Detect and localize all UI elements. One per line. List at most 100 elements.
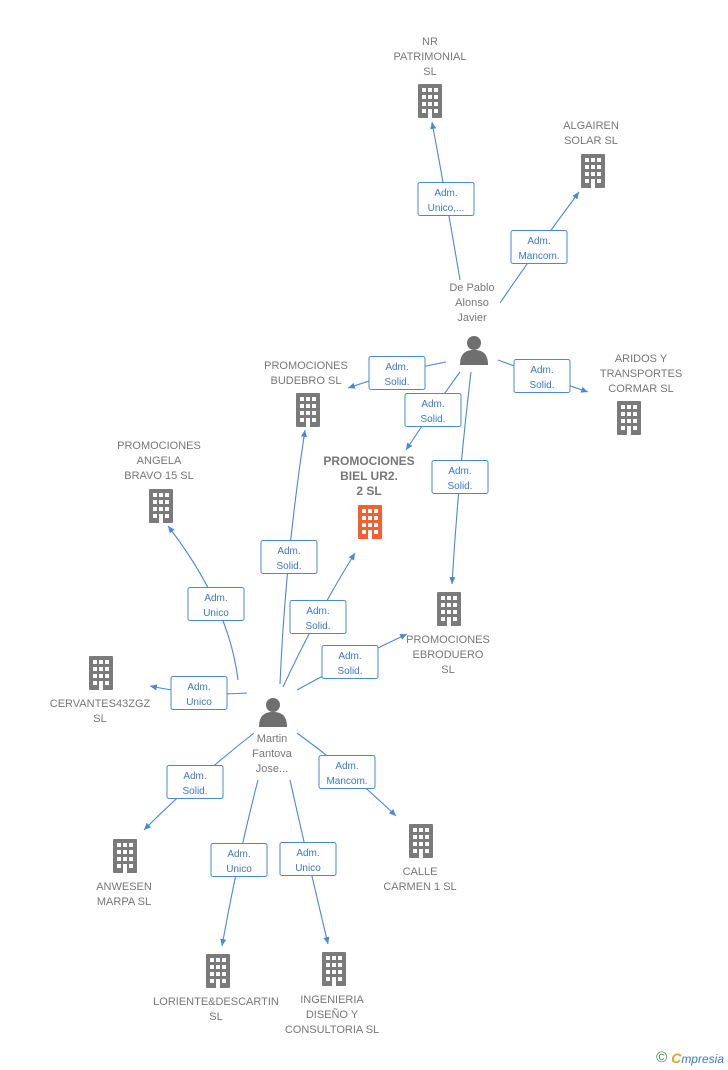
brand-logo[interactable]: Cmpresia: [671, 1049, 724, 1066]
node-anwesen[interactable]: ANWESEN MARPA SL: [96, 839, 152, 908]
node-label: PROMOCIONES: [323, 454, 414, 468]
building-icon[interactable]: [149, 489, 173, 523]
edge-label[interactable]: Adm. Solid.: [289, 600, 347, 634]
node-label: SL: [209, 1011, 222, 1023]
edge-label[interactable]: Adm. Solid.: [513, 359, 571, 393]
edge-label-box: [289, 600, 347, 634]
edge-label[interactable]: Adm.Solid.: [431, 460, 489, 494]
building-icon[interactable]: [418, 84, 442, 118]
edge-label-line: Solid.: [337, 666, 362, 677]
node-label: ALGAIREN: [563, 120, 619, 132]
building-icon[interactable]: [437, 592, 461, 626]
node-label: CARMEN 1 SL: [383, 881, 456, 893]
edge-martin-biel: Adm. Solid.: [282, 552, 356, 688]
edge-depablo-ebroduero: Adm.Solid.: [431, 371, 489, 585]
edge-label[interactable]: Adm.Solid.: [404, 393, 462, 427]
node-label: CALLE: [403, 866, 438, 878]
edge-depablo-algairen: Adm.Mancom.: [499, 191, 580, 304]
edge-label-line: Solid.: [276, 561, 301, 572]
building-icon[interactable]: [206, 954, 230, 988]
edge-label-box: [368, 356, 426, 390]
node-martin[interactable]: MartinFantovaJose...: [252, 698, 293, 775]
node-label: TRANSPORTES: [600, 368, 682, 380]
edge-label-box: [510, 230, 568, 264]
edge-label-box: [513, 359, 571, 393]
node-algairen[interactable]: ALGAIREN SOLAR SL: [563, 120, 619, 188]
node-label: ARIDOS Y: [615, 353, 668, 365]
edge-depablo-biel: Adm.Solid.: [404, 371, 462, 451]
node-cervantes[interactable]: CERVANTES43ZGZ SL: [50, 656, 151, 725]
edge-label[interactable]: Adm. Unico: [170, 676, 228, 710]
edge-label-line: Adm.: [296, 848, 319, 859]
edge-martin-ingenieria: Adm.Unico: [279, 779, 337, 945]
person-icon[interactable]: [460, 336, 488, 365]
edge-label-box: [187, 587, 245, 621]
node-label: NR: [422, 36, 438, 48]
edge-label[interactable]: Adm.Unico: [187, 587, 245, 621]
edge-label[interactable]: Adm.Unico,...: [417, 182, 475, 216]
node-label: SOLAR SL: [564, 135, 618, 147]
edge-label-box: [210, 843, 268, 877]
edge-label-line: Solid.: [529, 380, 554, 391]
edge-label-line: Solid.: [420, 414, 445, 425]
edge-label[interactable]: Adm.Solid.: [166, 765, 224, 799]
person-icon[interactable]: [259, 698, 287, 727]
edge-label-line: Adm.: [187, 682, 210, 693]
node-label: SL: [93, 713, 106, 725]
node-label: BRAVO 15 SL: [124, 470, 194, 482]
building-icon[interactable]: [89, 656, 113, 690]
building-icon[interactable]: [322, 952, 346, 986]
node-label: Javier: [457, 312, 487, 324]
edge-label-box: [404, 393, 462, 427]
edge-label-line: Adm.: [385, 362, 408, 373]
node-label: BUDEBRO SL: [271, 375, 342, 387]
edge-label-box: [260, 540, 318, 574]
node-label: MARPA SL: [97, 896, 151, 908]
building-icon[interactable]: [296, 393, 320, 427]
edge-label-line: Mancom.: [326, 776, 367, 787]
node-label: CERVANTES43ZGZ: [50, 698, 151, 710]
building-icon[interactable]: [409, 824, 433, 858]
building-icon[interactable]: [581, 154, 605, 188]
node-label: BIEL UR2.: [340, 469, 398, 483]
footer-brand: © Cmpresia: [656, 1049, 724, 1066]
node-label: EBRODUERO: [413, 649, 484, 661]
edge-martin-budebro: Adm.Solid.: [260, 429, 318, 685]
node-label: De Pablo: [449, 282, 494, 294]
edge-martin-ebroduero: Adm.Solid.: [296, 633, 408, 691]
edge-label-box: [321, 645, 379, 679]
edge-label-line: Adm.: [227, 849, 250, 860]
edge-label-line: Solid.: [305, 621, 330, 632]
edge-label[interactable]: Adm.Solid.: [368, 356, 426, 390]
building-icon[interactable]: [617, 401, 641, 435]
edge-label-line: Adm.: [434, 188, 457, 199]
edge-label[interactable]: Adm. Unico: [210, 843, 268, 877]
node-label: ANGELA: [137, 455, 182, 467]
edge-label-line: Adm.: [306, 606, 329, 617]
edge-label-line: Adm.: [183, 771, 206, 782]
edge-martin-anwesen: Adm.Solid.: [143, 732, 255, 831]
edge-label-box: [170, 676, 228, 710]
building-icon[interactable]: [358, 505, 382, 539]
edge-label-line: Unico: [186, 697, 212, 708]
edge-label-line: Unico: [226, 864, 252, 875]
node-label: SL: [423, 66, 436, 78]
edge-label[interactable]: Adm.Unico: [279, 842, 337, 876]
edge-label-line: Adm.: [530, 365, 553, 376]
building-icon[interactable]: [113, 839, 137, 873]
edge-label[interactable]: Adm.Solid.: [321, 645, 379, 679]
edge-label[interactable]: Adm.Solid.: [260, 540, 318, 574]
edge-label[interactable]: Adm.Mancom.: [510, 230, 568, 264]
node-label: ANWESEN: [96, 881, 152, 893]
edge-label[interactable]: Adm.Mancom.: [318, 755, 376, 789]
node-calle[interactable]: CALLE CARMEN 1 SL: [383, 824, 457, 893]
